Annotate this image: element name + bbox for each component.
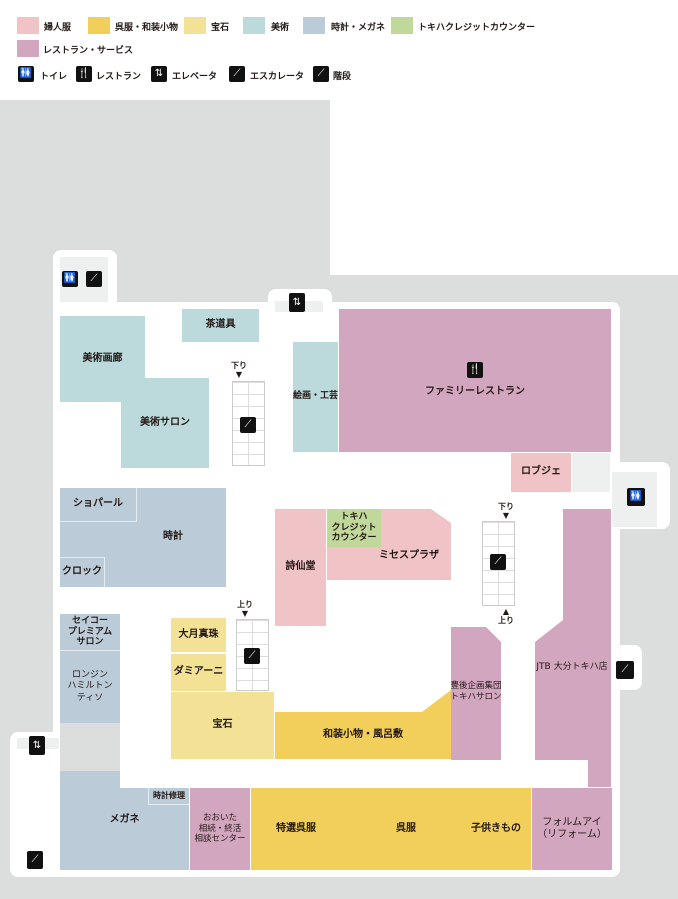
legend-swatch-womens <box>17 17 39 34</box>
escalator-icon: ⟋ <box>240 417 256 433</box>
legend-label: エレベータ <box>172 72 218 82</box>
store-formi[interactable]: フォルムアイ （リフォーム） <box>532 788 612 870</box>
stairs-icon: ⟋ <box>313 66 329 82</box>
elevator-icon: ⇅ <box>289 293 305 312</box>
legend-label: レストラン・サービス <box>43 46 134 56</box>
store-label: 美術サロン <box>140 416 190 428</box>
escalator-up-label: 上り▼ <box>237 600 253 618</box>
store-label: 絵画・工芸 <box>293 391 339 402</box>
stairs-icon: ⟋ <box>86 271 102 287</box>
legend-swatch-credit <box>391 17 413 34</box>
restaurant-icon: 🍴 <box>76 66 92 82</box>
legend-swatch-watch <box>303 17 325 34</box>
store-otsuki[interactable]: 大月真珠 <box>171 618 226 653</box>
store-label: ファミリーレストラン <box>425 386 525 398</box>
store-label: クロック <box>62 566 102 578</box>
legend-label: トキハクレジットカウンター <box>418 23 536 33</box>
store-shisendo[interactable]: 詩仙堂 <box>275 509 326 626</box>
store-label: JTB 大分トキハ店 <box>536 662 608 673</box>
escalator[interactable] <box>236 619 269 691</box>
legend-label: 美術 <box>271 23 290 33</box>
store-longines[interactable]: ロンジン ハミルトン ティソ <box>60 651 120 723</box>
store-houseki[interactable]: 宝石 <box>171 692 274 759</box>
store-label: 和装小物・風呂敷 <box>323 729 403 741</box>
legend-label: 婦人服 <box>44 23 72 33</box>
closed-area <box>60 723 120 771</box>
legend-label: 時計・メガネ <box>331 23 386 33</box>
store-bijutsu-salon[interactable]: 美術サロン <box>121 378 209 468</box>
store-label: セイコー プレミアム サロン <box>67 616 113 648</box>
legend: 婦人服 呉服・和装小物 宝石 美術 時計・メガネ トキハクレジットカウンター レ… <box>0 0 678 90</box>
legend-label: レストラン <box>96 72 142 82</box>
escalator[interactable] <box>232 381 265 466</box>
store-label: おおいた 相続・終活 相談センター <box>194 813 246 845</box>
stairs-icon: ⟋ <box>616 661 634 679</box>
store-label: フォルムアイ （リフォーム） <box>537 816 607 841</box>
store-seiko[interactable]: セイコー プレミアム サロン <box>60 614 120 651</box>
store-kodomo-kimono[interactable]: 子供きもの <box>471 822 521 834</box>
store-label: ロブジェ <box>521 466 561 478</box>
legend-swatch-jewelry <box>184 17 206 34</box>
store-label: 詩仙堂 <box>285 561 316 573</box>
escalator-icon: ⟋ <box>244 648 260 664</box>
escalator-up-label: ▲上り <box>498 607 514 625</box>
map-background <box>330 0 678 275</box>
store-family-restaurant[interactable]: 🍴 ファミリーレストラン <box>339 309 611 452</box>
store-label: トキハ クレジット カウンター <box>331 512 377 544</box>
toilet-icon: 🚻 <box>18 66 34 82</box>
store-label: ミセスプラザ <box>379 550 439 562</box>
store-label: 大月真珠 <box>178 628 219 640</box>
escalator-icon: ⟋ <box>490 554 506 570</box>
legend-label: 宝石 <box>211 23 230 33</box>
legend-label: 呉服・和装小物 <box>115 23 179 33</box>
store-clock[interactable]: クロック <box>60 557 105 587</box>
store-damiani[interactable]: ダミアーニ <box>171 654 226 691</box>
store-label: ダミアーニ <box>173 666 224 678</box>
elevator-icon: ⇅ <box>29 736 45 755</box>
toilet-icon: 🚻 <box>62 271 78 287</box>
store-sadougu[interactable]: 茶道具 <box>182 309 259 342</box>
store-credit-counter[interactable]: トキハ クレジット カウンター <box>327 509 381 547</box>
toilet-icon: 🚻 <box>627 488 645 506</box>
store-label: ロンジン ハミルトン ティソ <box>67 670 113 703</box>
store-label: 宝石 <box>212 719 233 731</box>
store-tokei-shuri[interactable]: 時計修理 <box>148 788 189 805</box>
stairs-icon: ⟋ <box>27 851 43 869</box>
store-label: 美術画廊 <box>82 352 123 364</box>
legend-label: 階段 <box>333 72 352 82</box>
legend-swatch-gofuku <box>88 17 110 34</box>
escalator-down-label: 下り▼ <box>231 361 247 379</box>
store-bungo-salon[interactable] <box>451 627 501 760</box>
store-chopard[interactable]: ショパール <box>60 488 137 522</box>
store-label: 時計 <box>163 531 183 543</box>
legend-swatch-art <box>243 17 265 34</box>
store-kaiga-kougei[interactable]: 絵画・工芸 <box>293 342 338 452</box>
legend-label: エスカレータ <box>250 72 305 82</box>
store-label: 豊後企画集団 トキハサロン <box>450 681 502 702</box>
store-label: ショパール <box>73 498 123 510</box>
restaurant-icon: 🍴 <box>467 362 483 379</box>
store-gofuku-area[interactable]: 特選呉服 呉服 子供きもの <box>251 788 531 870</box>
store-souzoku[interactable]: おおいた 相続・終活 相談センター <box>190 788 250 870</box>
legend-swatch-restaurant <box>17 40 39 57</box>
store-lobjet[interactable]: ロブジェ <box>511 453 571 492</box>
escalator-icon: ⟋ <box>229 66 245 82</box>
elevator-icon: ⇅ <box>151 66 167 82</box>
legend-label: トイレ <box>40 72 68 82</box>
store-gofuku[interactable]: 呉服 <box>396 822 416 834</box>
escalator-down-label: 下り▼ <box>498 502 514 520</box>
store-label: 時計修理 <box>153 791 185 800</box>
store-tokusen-gofuku[interactable]: 特選呉服 <box>276 822 316 834</box>
service-area <box>572 453 610 492</box>
store-label: 茶道具 <box>205 319 236 331</box>
store-label: メガネ <box>109 814 140 826</box>
